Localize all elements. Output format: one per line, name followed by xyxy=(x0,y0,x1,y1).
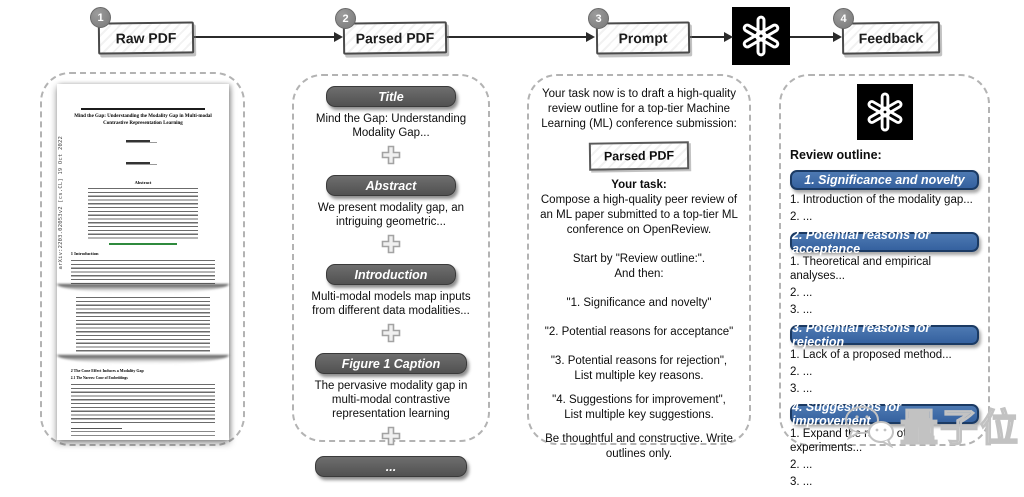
section-tag-figure1-caption: Figure 1 Caption xyxy=(315,353,467,374)
paper-body-lines xyxy=(75,297,211,353)
paper-footnote-lines xyxy=(70,431,216,438)
step-number-badge: 3 xyxy=(588,8,609,29)
arxiv-sidebar-text: arXiv:2203.02053v2 [cs.CL] 19 Oct 2022 xyxy=(58,136,64,270)
prompt-closing: Be thoughtful and constructive. Write ou… xyxy=(545,433,733,460)
parsed-pdf-sections: Title Mind the Gap: Understanding Modali… xyxy=(292,74,490,477)
parsed-pdf-chip: Parsed PDF xyxy=(588,141,690,171)
step-box-parsed-pdf: Parsed PDF xyxy=(342,21,448,55)
review-item: 2. ... xyxy=(790,366,813,378)
paper-section-heading: 1 Introduction xyxy=(70,251,99,256)
step-label: Feedback xyxy=(858,29,924,47)
prompt-task-heading: Your task: xyxy=(611,179,667,191)
step-number-badge: 4 xyxy=(833,8,854,29)
paper-thumbnail: arXiv:2203.02053v2 [cs.CL] 19 Oct 2022 M… xyxy=(57,84,229,440)
paper-body-lines xyxy=(70,384,216,424)
paper-body-lines xyxy=(70,260,216,284)
panel-prompt xyxy=(527,74,751,445)
step-number-badge: 1 xyxy=(90,7,111,28)
prompt-item: "2. Potential reasons for acceptance" xyxy=(544,326,734,338)
step-label: Parsed PDF xyxy=(355,29,435,47)
review-item: 1. Lack of a proposed method... xyxy=(790,349,952,361)
review-item: 2. ... xyxy=(790,459,813,471)
plus-icon xyxy=(381,426,401,451)
review-section-tag-3: 3. Potential reasons for rejection xyxy=(790,321,979,349)
review-item: 1. Expand the range of experiments... xyxy=(790,428,907,454)
paper-abstract-label: Abstract xyxy=(134,180,152,185)
section-tag-introduction: Introduction xyxy=(326,264,456,285)
plus-icon xyxy=(381,234,401,259)
page-curl-shadow xyxy=(57,284,229,293)
review-item: 3. ... xyxy=(790,476,813,488)
paper-title: Mind the Gap: Understanding the Modality… xyxy=(74,114,212,126)
step-label: Prompt xyxy=(618,29,668,47)
page-curl-shadow xyxy=(57,355,229,364)
feedback-content: Review outline: 1. Significance and nove… xyxy=(779,74,990,497)
flow-arrow xyxy=(790,32,842,42)
plus-icon xyxy=(381,145,401,170)
review-section-tag-4: 4. Suggestions for improvement xyxy=(790,400,979,428)
paper-header-rule xyxy=(81,108,205,110)
prompt-item: "3. Potential reasons for rejection", Li… xyxy=(550,355,728,382)
review-item: 1. Introduction of the modality gap... xyxy=(790,194,973,206)
flow-arrow xyxy=(686,32,733,42)
section-text: The pervasive modality gap in multi-moda… xyxy=(314,380,468,420)
section-tag-abstract: Abstract xyxy=(326,175,456,196)
section-text: We present modality gap, an intriguing g… xyxy=(317,202,465,228)
openai-logo-icon xyxy=(856,84,913,140)
review-section-tag-2: 2. Potential reasons for acceptance xyxy=(790,228,979,256)
prompt-text: Your task now is to draft a high-quality… xyxy=(527,74,751,475)
flow-arrow xyxy=(443,32,595,42)
review-item: 2. ... xyxy=(790,287,813,299)
flow-arrow xyxy=(190,32,343,42)
prompt-task-body: Compose a high-quality peer review of an… xyxy=(540,194,738,236)
review-item: 3. ... xyxy=(790,304,813,316)
section-text: Multi-modal models map inputs from diffe… xyxy=(311,291,471,317)
section-text: Mind the Gap: Understanding Modality Gap… xyxy=(315,113,467,139)
prompt-item: "1. Significance and novelty" xyxy=(566,297,712,309)
review-outline-heading: Review outline: xyxy=(790,148,882,162)
step-box-feedback: Feedback xyxy=(841,21,941,55)
step-box-raw-pdf: Raw PDF xyxy=(97,21,195,55)
panel-raw-pdf xyxy=(40,72,245,446)
paper-section-heading: 2 The Cone Effect Induces a Modality Gap xyxy=(70,368,144,373)
step-number-badge: 2 xyxy=(335,8,356,29)
prompt-intro: Your task now is to draft a high-quality… xyxy=(541,88,737,130)
paper-link-line xyxy=(108,243,178,245)
prompt-item: "4. Suggestions for improvement", List m… xyxy=(552,394,726,421)
prompt-start-lines: Start by "Review outline:". And then: xyxy=(572,253,706,280)
paper-abstract-text-lines xyxy=(87,188,199,240)
review-item: 3. ... xyxy=(790,383,813,395)
section-tag-title: Title xyxy=(326,86,456,107)
step-label: Raw PDF xyxy=(115,29,177,47)
review-item: 2. ... xyxy=(790,211,813,223)
review-item: 1. Theoretical and empirical analyses... xyxy=(790,256,932,282)
paper-subsection-heading: 2.1 The Narrow Cone of Embeddings xyxy=(70,376,128,380)
review-section-tag-1: 1. Significance and novelty xyxy=(790,170,979,190)
section-tag-ellipsis: ... xyxy=(315,456,467,477)
plus-icon xyxy=(381,323,401,348)
paper-footnote-rule xyxy=(70,428,123,429)
step-box-prompt: Prompt xyxy=(595,21,691,55)
openai-logo-icon xyxy=(732,7,790,65)
